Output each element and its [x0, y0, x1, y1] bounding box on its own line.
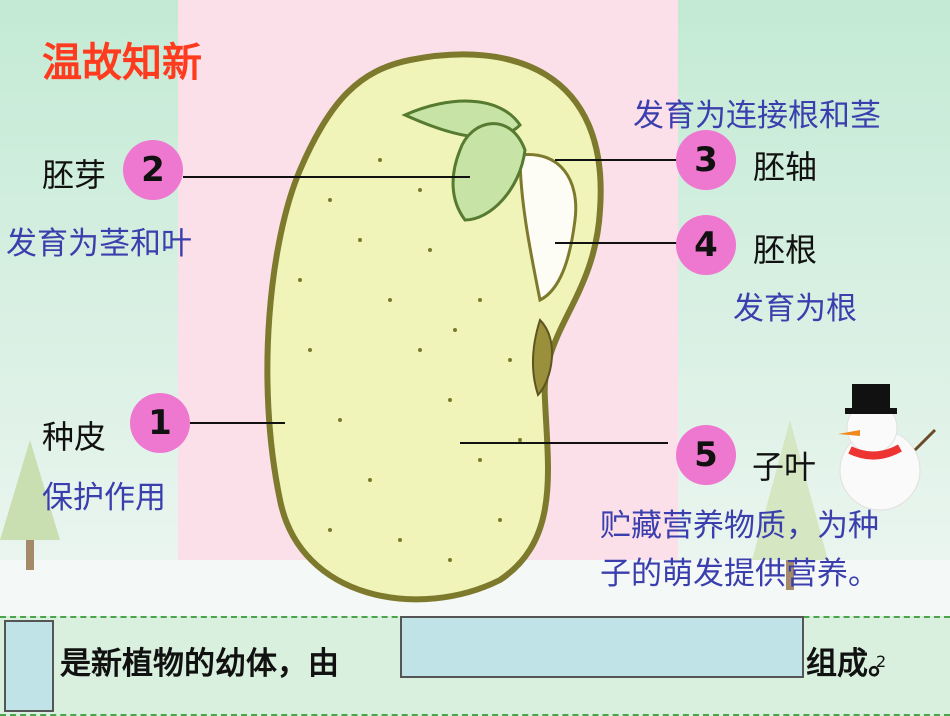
- part-2-function: 发育为茎和叶: [6, 226, 192, 262]
- part-5-function-line2: 子的萌发提供营养。: [600, 556, 879, 592]
- part-5-number: 5: [676, 425, 736, 485]
- part-2-number: 2: [123, 140, 183, 200]
- bean-seed: [264, 51, 604, 603]
- plumule-leaf: [401, 99, 527, 222]
- part-5-name: 子叶: [752, 448, 817, 486]
- page-number: 2: [876, 652, 887, 671]
- answer-box-1[interactable]: [4, 620, 54, 712]
- answer-box-2[interactable]: [400, 616, 804, 678]
- part-3-function: 发育为连接根和茎: [633, 98, 881, 134]
- part-4-function: 发育为根: [733, 291, 857, 327]
- snowman-icon: [838, 384, 937, 511]
- part-4-number: 4: [676, 215, 736, 275]
- tree-right: [752, 420, 828, 590]
- part-3-name: 胚轴: [753, 148, 818, 186]
- part-2-name: 胚芽: [42, 156, 107, 194]
- part-5-function-line1: 贮藏营养物质，为种: [600, 508, 879, 544]
- part-4-name: 胚根: [753, 231, 818, 269]
- part-1-function: 保护作用: [42, 480, 166, 516]
- sentence-part-2: 组成。: [806, 646, 899, 682]
- part-3-number: 3: [676, 130, 736, 190]
- sentence-part-1: 是新植物的幼体，由: [60, 646, 339, 682]
- part-1-name: 种皮: [42, 418, 107, 456]
- tree-left: [0, 440, 60, 570]
- bean-seed-diagram: [0, 51, 937, 603]
- part-1-number: 1: [130, 393, 190, 453]
- slide-title: 温故知新: [42, 40, 202, 86]
